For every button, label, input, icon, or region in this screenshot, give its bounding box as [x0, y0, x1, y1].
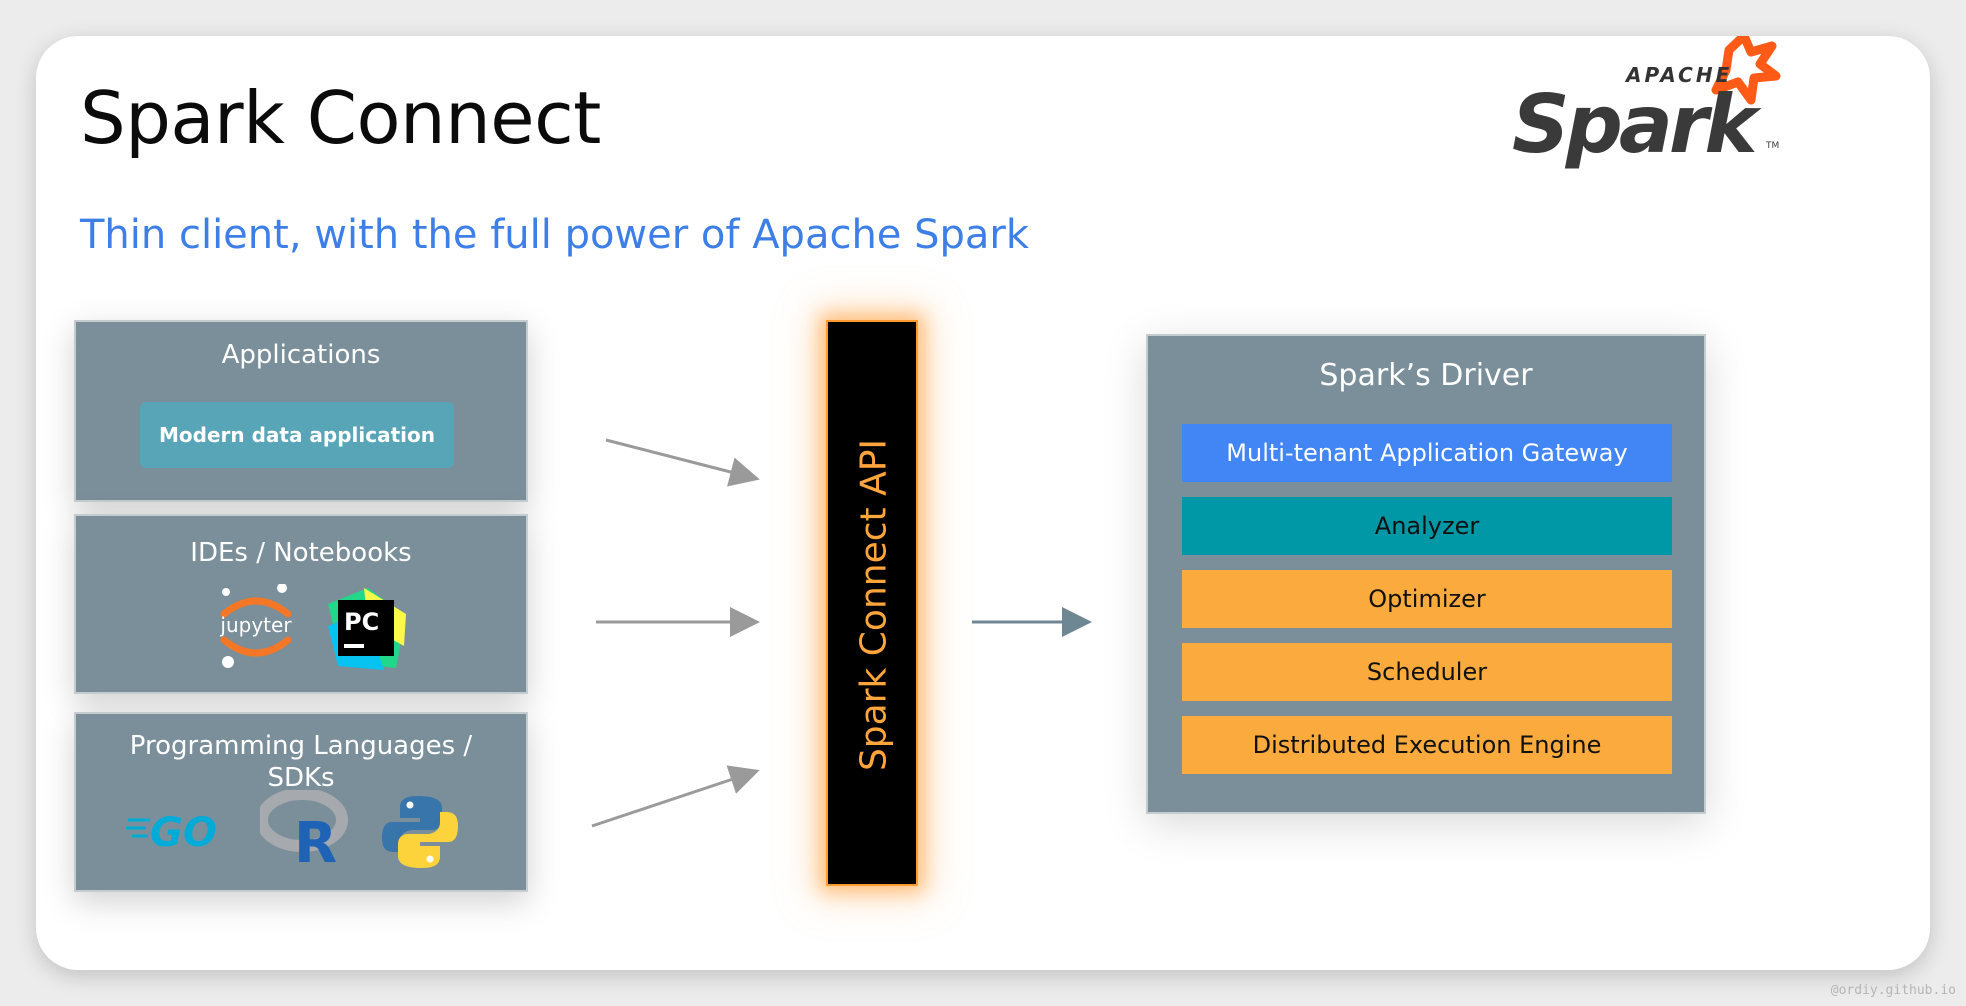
- spark-connect-api-bar: Spark Connect API: [826, 320, 918, 886]
- jupyter-icon: jupyter: [216, 583, 296, 668]
- spark-connect-api-label: Spark Connect API: [853, 438, 895, 772]
- apache-spark-logo-graphic: APACHE Spark TM: [1512, 36, 1781, 171]
- pycharm-icon: PC: [324, 586, 408, 670]
- go-icon: GO: [126, 806, 232, 856]
- applications-title: Applications: [221, 340, 381, 370]
- layer-execution-engine: Distributed Execution Engine: [1182, 716, 1672, 774]
- spark-driver-panel: Spark’s Driver Multi-tenant Application …: [1146, 334, 1706, 814]
- page-subtitle: Thin client, with the full power of Apac…: [80, 212, 1030, 258]
- layer-analyzer: Analyzer: [1182, 497, 1672, 555]
- layer-analyzer-label: Analyzer: [1374, 512, 1480, 540]
- apache-spark-logo: APACHE Spark TM: [1476, 36, 1816, 176]
- r-icon: R: [256, 788, 350, 876]
- layer-optimizer: Optimizer: [1182, 570, 1672, 628]
- ides-notebooks-panel: IDEs / Notebooks jupyter PC: [74, 514, 528, 694]
- svg-text:R: R: [294, 811, 337, 864]
- layer-gateway: Multi-tenant Application Gateway: [1182, 424, 1672, 482]
- logo-spark-text: Spark: [1512, 78, 1762, 171]
- page-title: Spark Connect: [80, 76, 601, 160]
- applications-panel: Applications Modern data application: [74, 320, 528, 502]
- spark-star-shape: [1711, 36, 1781, 105]
- slide: Spark Connect Thin client, with the full…: [36, 36, 1930, 970]
- logo-tm-text: TM: [1765, 141, 1779, 151]
- programming-languages-title-line1: Programming Languages /: [129, 731, 473, 761]
- layer-optimizer-label: Optimizer: [1368, 585, 1486, 613]
- programming-languages-panel: Programming Languages / SDKs GO R: [74, 712, 528, 892]
- modern-data-application-box: Modern data application: [140, 402, 454, 468]
- ides-notebooks-title: IDEs / Notebooks: [190, 538, 412, 568]
- programming-languages-title: Programming Languages / SDKs: [76, 730, 526, 794]
- svg-text:jupyter: jupyter: [219, 613, 292, 637]
- layer-gateway-label: Multi-tenant Application Gateway: [1226, 439, 1628, 467]
- arrow-applications-to-api: [605, 438, 760, 487]
- layer-scheduler-label: Scheduler: [1366, 658, 1488, 686]
- svg-text:PC: PC: [344, 608, 379, 636]
- layer-scheduler: Scheduler: [1182, 643, 1672, 701]
- svg-text:GO: GO: [150, 810, 217, 856]
- python-icon: [382, 794, 458, 870]
- spark-driver-title: Spark’s Driver: [1319, 358, 1533, 393]
- layer-execution-engine-label: Distributed Execution Engine: [1252, 731, 1602, 759]
- arrow-languages-to-api: [591, 765, 760, 828]
- watermark: @ordiy.github.io: [1830, 983, 1956, 998]
- logo-apache-text: APACHE: [1624, 63, 1732, 87]
- programming-languages-title-line2: SDKs: [267, 763, 335, 793]
